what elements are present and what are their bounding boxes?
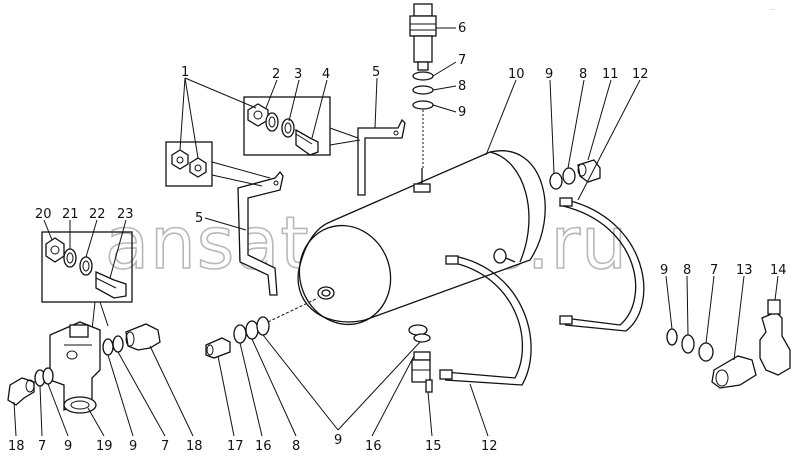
elbow-fitting-right bbox=[125, 323, 161, 351]
washer-7-mid bbox=[112, 335, 124, 353]
drain-cock-15 bbox=[411, 351, 433, 393]
callout-11: 11 bbox=[602, 67, 619, 82]
corner-mark: ... bbox=[770, 5, 776, 12]
oring-9-bottom bbox=[413, 333, 431, 343]
air-tank bbox=[297, 150, 546, 336]
callout-9-top: 9 bbox=[458, 105, 466, 120]
plug-11 bbox=[577, 159, 601, 183]
tank-strap-rear bbox=[559, 197, 645, 332]
oring-8-right bbox=[681, 334, 695, 354]
callout-12-top: 12 bbox=[632, 67, 649, 82]
oring-9-top bbox=[412, 100, 434, 110]
callout-8-top: 8 bbox=[458, 79, 466, 94]
oring-8-topright bbox=[562, 167, 576, 185]
callout-4: 4 bbox=[322, 67, 330, 82]
callout-5-lower: 5 bbox=[195, 211, 203, 226]
nut-16-left bbox=[233, 324, 247, 344]
callout-13: 13 bbox=[736, 263, 753, 278]
callout-8-bottom: 8 bbox=[292, 439, 300, 454]
callout-9-topright: 9 bbox=[545, 67, 553, 82]
oring-9-left bbox=[42, 367, 54, 385]
callout-16-bottom: 16 bbox=[365, 439, 382, 454]
oring-9-right bbox=[666, 328, 678, 346]
elbow-fitting-left bbox=[7, 377, 35, 406]
callout-1: 1 bbox=[181, 65, 189, 80]
callout-14: 14 bbox=[770, 263, 787, 278]
oring-8-top bbox=[412, 85, 434, 95]
callout-12-bottom: 12 bbox=[481, 439, 498, 454]
callout-20: 20 bbox=[35, 207, 52, 222]
washer-7-top bbox=[412, 71, 434, 81]
callout-6: 6 bbox=[458, 21, 466, 36]
washer-7-right bbox=[698, 342, 714, 362]
callout-8-topright: 8 bbox=[579, 67, 587, 82]
callout-17: 17 bbox=[227, 439, 244, 454]
callout-5-upper: 5 bbox=[372, 65, 380, 80]
oring-8-left bbox=[245, 320, 259, 340]
callout-15: 15 bbox=[425, 439, 442, 454]
callout-2: 2 bbox=[272, 67, 280, 82]
callout-9-left: 9 bbox=[64, 439, 72, 454]
callout-labels: 6 7 8 9 1 2 3 4 5 10 9 8 11 12 20 21 22 … bbox=[8, 21, 787, 454]
callout-9-mid: 9 bbox=[129, 439, 137, 454]
callout-10: 10 bbox=[508, 67, 525, 82]
fastener-group-lower bbox=[41, 231, 133, 303]
callout-7-top: 7 bbox=[458, 53, 466, 68]
callout-7-left: 7 bbox=[38, 439, 46, 454]
oring-9-tankend bbox=[256, 316, 270, 336]
callout-9-bottom: 9 bbox=[334, 433, 342, 448]
callout-8-right: 8 bbox=[683, 263, 691, 278]
callout-21: 21 bbox=[62, 207, 79, 222]
elbow-fitting-14 bbox=[759, 299, 791, 376]
oring-9-topright bbox=[549, 172, 563, 190]
fastener-group-top bbox=[243, 96, 331, 156]
callout-19: 19 bbox=[96, 439, 113, 454]
callout-7-right: 7 bbox=[710, 263, 718, 278]
oring-9-mid bbox=[102, 338, 114, 356]
callout-23: 23 bbox=[117, 207, 134, 222]
tee-fitting-13 bbox=[711, 355, 757, 389]
valve-body-19 bbox=[49, 321, 101, 414]
callout-22: 22 bbox=[89, 207, 106, 222]
callout-16-left: 16 bbox=[255, 439, 272, 454]
callout-18-right: 18 bbox=[186, 439, 203, 454]
nipple-17 bbox=[205, 337, 231, 359]
callout-3: 3 bbox=[294, 67, 302, 82]
tank-strap-front bbox=[439, 255, 532, 386]
bracket-upper bbox=[357, 118, 406, 196]
callout-18-left: 18 bbox=[8, 439, 25, 454]
leader-lines bbox=[13, 27, 779, 437]
callout-9-right: 9 bbox=[660, 263, 668, 278]
pressure-valve bbox=[409, 3, 437, 71]
bracket-lower bbox=[237, 170, 284, 296]
callout-7-mid: 7 bbox=[161, 439, 169, 454]
fastener-group-nuts bbox=[165, 141, 213, 187]
